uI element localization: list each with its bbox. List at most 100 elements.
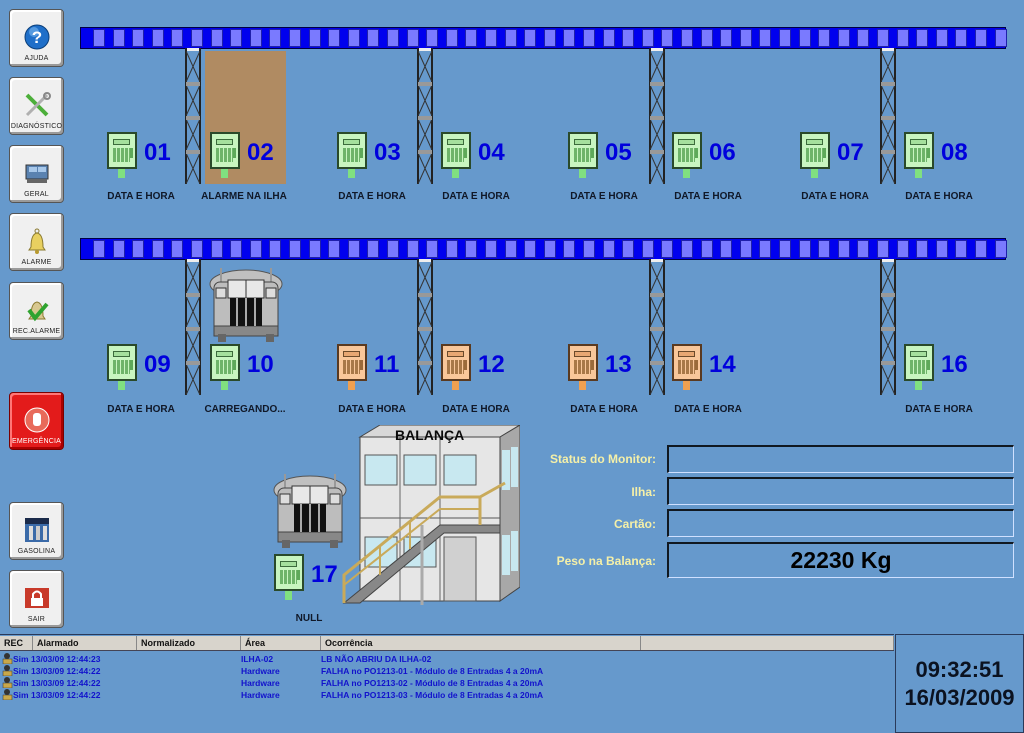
- rail-segment: [641, 29, 654, 47]
- diagnostic-button[interactable]: DIAGNÓSTICO: [9, 77, 64, 135]
- terminal-icon: [441, 132, 471, 169]
- alarm-ocorrencia: FALHA no PO1213-03 - Módulo de 8 Entrada…: [321, 690, 544, 700]
- rail-segment: [563, 240, 576, 258]
- operator-icon: [2, 665, 13, 677]
- rail-segment: [171, 240, 184, 258]
- terminal-island-17[interactable]: 17: [274, 554, 404, 634]
- alarm-area: ILHA-02: [241, 654, 274, 664]
- terminal-island-13[interactable]: 13: [568, 344, 698, 424]
- island-number: 17: [311, 561, 338, 588]
- terminal-island-12[interactable]: 12: [441, 344, 571, 424]
- terminal-island-09[interactable]: 09: [107, 344, 237, 424]
- terminal-icon: [210, 344, 240, 381]
- emergency-button[interactable]: EMERGÊNCIA: [9, 392, 64, 450]
- terminal-island-10[interactable]: 10: [210, 344, 340, 424]
- rail-segment: [583, 29, 595, 47]
- terminal-icon: [800, 132, 830, 169]
- col-ocorrencia[interactable]: Ocorrência: [321, 636, 641, 650]
- rail-segment: [779, 240, 791, 258]
- gasoline-label: GASOLINA: [17, 548, 56, 555]
- operator-icon: [2, 653, 13, 665]
- island-status: DATA E HORA: [674, 404, 742, 415]
- alarm-table-header: REC Alarmado Normalizado Área Ocorrência: [0, 636, 894, 651]
- terminal-icon: [337, 132, 367, 169]
- island-number: 07: [837, 139, 864, 166]
- col-alarmado[interactable]: Alarmado: [33, 636, 137, 650]
- rail-segment: [935, 240, 948, 258]
- stop-hand-icon: [22, 405, 52, 435]
- terminal-icon: [568, 344, 598, 381]
- col-normalizado[interactable]: Normalizado: [137, 636, 241, 650]
- col-rec[interactable]: REC: [0, 636, 33, 650]
- rail-segment: [622, 29, 635, 47]
- rail-segment: [994, 29, 1007, 47]
- lock-icon: [22, 583, 52, 613]
- terminal-island-02[interactable]: 02: [210, 132, 340, 212]
- rail-segment: [916, 240, 929, 258]
- terminal-island-01[interactable]: 01: [107, 132, 237, 212]
- rail-segment: [328, 29, 341, 47]
- exit-label: SAIR: [27, 616, 46, 623]
- ack-alarm-label: REC.ALARME: [12, 328, 61, 335]
- terminal-island-11[interactable]: 11: [337, 344, 467, 424]
- alarm-rec: Sim: [13, 678, 29, 688]
- rail-segment: [524, 240, 537, 258]
- rail-segment: [681, 29, 693, 47]
- rail-segment: [994, 240, 1007, 258]
- alarm-ocorrencia: FALHA no PO1213-01 - Módulo de 8 Entrada…: [321, 666, 544, 676]
- exit-button[interactable]: SAIR: [9, 570, 64, 628]
- rail-segment: [112, 240, 125, 258]
- island-status: DATA E HORA: [442, 191, 510, 202]
- terminal-icon: [210, 132, 240, 169]
- rail-segment: [622, 240, 635, 258]
- island-number: 16: [941, 351, 968, 378]
- rail-segment: [720, 240, 733, 258]
- rail-segment: [230, 240, 243, 258]
- rail-segment: [347, 240, 360, 258]
- alarm-alarmado: 13/03/09 12:44:22: [31, 678, 101, 688]
- terminal-island-03[interactable]: 03: [337, 132, 467, 212]
- rail-segment: [524, 29, 537, 47]
- terminal-icon: [107, 132, 137, 169]
- terminal-island-08[interactable]: 08: [904, 132, 1024, 212]
- island-status: DATA E HORA: [905, 191, 973, 202]
- island-status: DATA E HORA: [801, 191, 869, 202]
- rail-segment: [602, 240, 615, 258]
- rail-segment: [426, 29, 439, 47]
- col-area[interactable]: Área: [241, 636, 321, 650]
- rail-segment: [837, 240, 850, 258]
- terminal-island-05[interactable]: 05: [568, 132, 698, 212]
- island-number: 06: [709, 139, 736, 166]
- rail-segment: [151, 240, 164, 258]
- support-tower: [417, 259, 433, 395]
- rail-segment: [563, 29, 576, 47]
- terminal-island-04[interactable]: 04: [441, 132, 571, 212]
- terminal-island-16[interactable]: 16: [904, 344, 1024, 424]
- general-button[interactable]: GERAL: [9, 145, 64, 203]
- terminal-icon: [568, 132, 598, 169]
- terminal-icon: [672, 132, 702, 169]
- status-monitor-field: [667, 445, 1014, 473]
- rail-segment: [269, 240, 282, 258]
- rail-segment: [543, 29, 556, 47]
- alarm-area: Hardware: [241, 690, 280, 700]
- rail-segment: [445, 240, 458, 258]
- alarm-button[interactable]: ALARME: [9, 213, 64, 271]
- terminal-island-06[interactable]: 06: [672, 132, 802, 212]
- rail-segment: [739, 29, 752, 47]
- terminal-icon: [337, 344, 367, 381]
- terminal-island-07[interactable]: 07: [800, 132, 930, 212]
- rail-segment: [877, 29, 889, 47]
- rail-segment: [406, 29, 419, 47]
- help-button[interactable]: ? AJUDA: [9, 9, 64, 67]
- ack-alarm-button[interactable]: REC.ALARME: [9, 282, 64, 340]
- terminal-icon: [672, 344, 702, 381]
- gasoline-button[interactable]: GASOLINA: [9, 502, 64, 560]
- terminal-island-14[interactable]: 14: [672, 344, 802, 424]
- emergency-label: EMERGÊNCIA: [11, 438, 62, 445]
- tools-icon: [22, 90, 52, 120]
